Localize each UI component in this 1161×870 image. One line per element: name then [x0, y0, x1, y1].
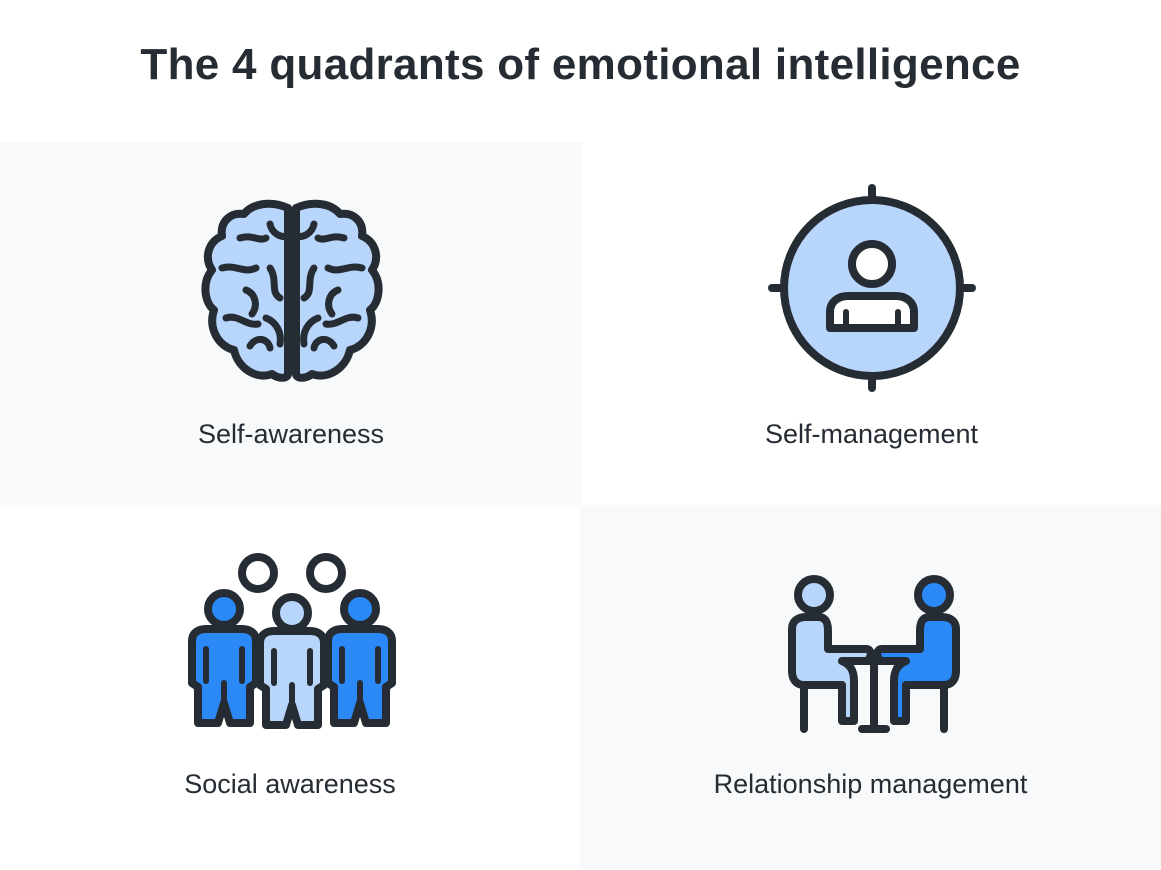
people-at-table-icon [788, 575, 960, 733]
quadrant-social-awareness: Social awareness [0, 505, 580, 870]
quadrant-label: Social awareness [184, 769, 396, 799]
brain-icon [201, 199, 383, 382]
quadrant-relationship-management: Relationship management [580, 505, 1161, 870]
quadrant-label: Self-management [764, 419, 979, 449]
quadrant-label: Self-awareness [197, 419, 385, 449]
quadrant-label: Relationship management [713, 769, 1028, 799]
person-target-icon [768, 184, 976, 392]
group-people-icon [188, 553, 396, 729]
quadrant-self-awareness: Self-awareness [0, 142, 582, 505]
quadrant-self-management: Self-management [582, 142, 1161, 505]
page-title: The 4 quadrants of emotional intelligenc… [140, 40, 1021, 89]
